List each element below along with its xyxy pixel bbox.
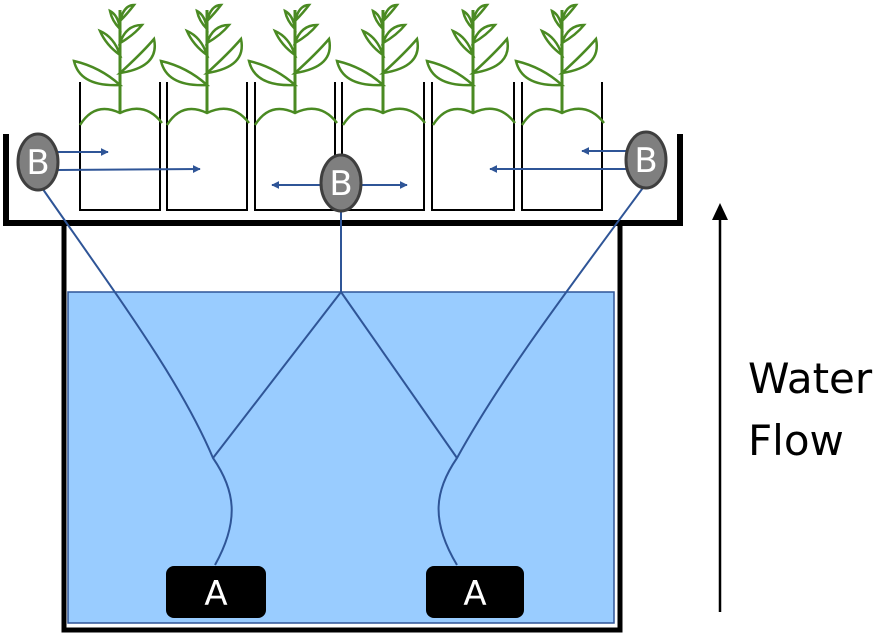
- arrow-left-lower: [57, 165, 201, 174]
- plant-1: [72, 3, 164, 127]
- water-flow-indicator: Water Flow: [712, 203, 873, 612]
- water-flow-label-line1: Water: [748, 354, 873, 403]
- pump-left: A: [166, 566, 266, 618]
- tube-center-branch-right: [340, 291, 458, 459]
- grow-pot-4: [341, 82, 425, 211]
- emitter-left: B: [16, 132, 60, 192]
- water-flow-label-line2: Flow: [748, 416, 844, 465]
- emitter-flow-arrows: [57, 147, 628, 189]
- grow-pot-5: [431, 82, 515, 211]
- grow-pots: [79, 82, 603, 211]
- emitter-left-label: B: [26, 143, 49, 183]
- plant-6: [514, 3, 606, 127]
- plant-4: [335, 3, 427, 127]
- emitter-right: B: [624, 130, 668, 190]
- tube-center-branch-left: [212, 291, 342, 459]
- plants: [72, 3, 606, 127]
- tube-right: [437, 184, 646, 566]
- grow-pot-1: [79, 82, 161, 211]
- grow-pot-3: [254, 82, 336, 211]
- plant-5: [425, 3, 517, 127]
- tubes: [39, 184, 646, 566]
- plant-3: [247, 3, 339, 127]
- pump-left-label: A: [204, 574, 227, 614]
- tube-left: [39, 184, 233, 566]
- reservoir-tank: [61, 226, 623, 633]
- water-flow-arrowhead: [712, 203, 728, 220]
- emitter-right-label: B: [634, 141, 657, 181]
- emitter-center: B: [319, 153, 363, 213]
- plant-2: [159, 3, 251, 127]
- pump-right: A: [426, 566, 524, 618]
- grow-tray: [3, 134, 683, 226]
- grow-pot-6: [521, 82, 603, 211]
- pump-right-label: A: [463, 574, 486, 614]
- grow-pot-2: [166, 82, 248, 211]
- water-volume: [67, 291, 615, 624]
- emitter-center-label: B: [329, 164, 352, 204]
